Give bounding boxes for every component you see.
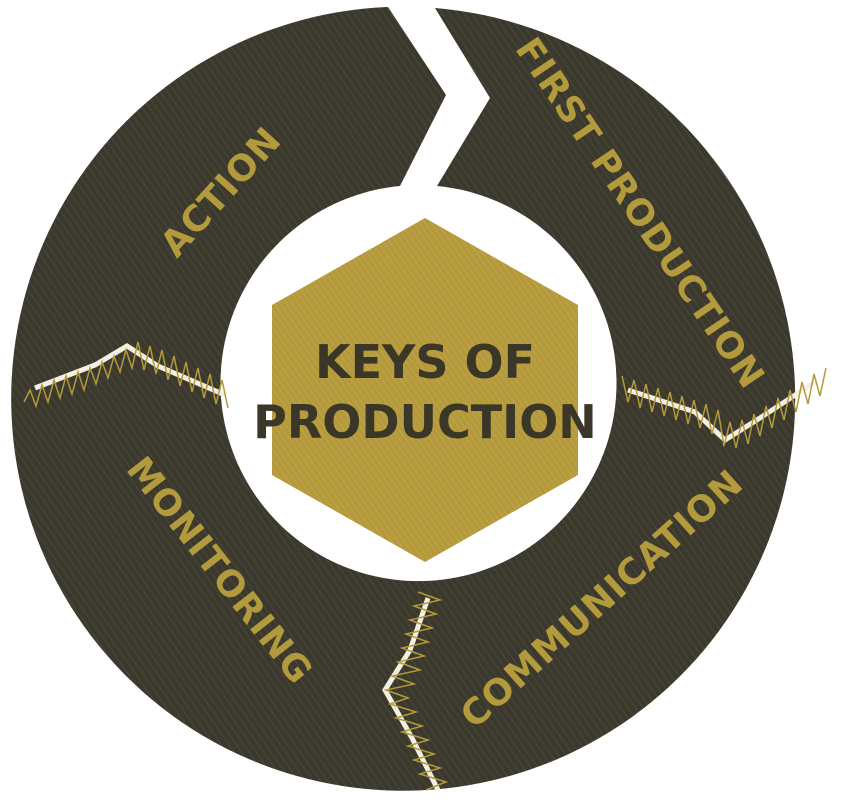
center-title-line-2: PRODUCTION [253, 395, 597, 449]
center-hexagon [272, 218, 578, 562]
ring-segments [11, 7, 796, 791]
center-title-line-1: KEYS OF [315, 335, 535, 389]
seam-firstproduction-communication [621, 367, 827, 449]
seam-action-monitoring [23, 341, 229, 409]
seam-communication-monitoring [382, 591, 449, 792]
